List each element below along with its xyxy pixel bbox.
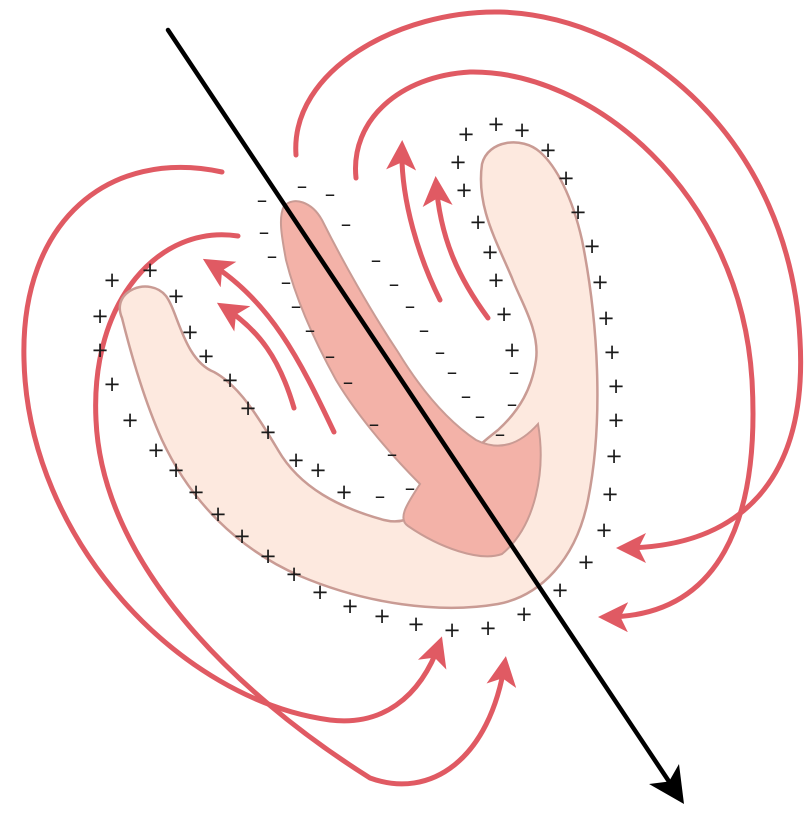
negative-charge-sign-23: – (369, 412, 380, 436)
negative-charge-sign-18: – (509, 360, 520, 384)
field-line-inner-right-1 (402, 146, 440, 300)
negative-charge-sign-3: – (257, 188, 268, 212)
negative-charge-sign-2: – (325, 182, 336, 206)
negative-charge-sign-9: – (389, 272, 400, 296)
positive-charge-sign-42: + (91, 304, 109, 328)
positive-charge-sign-12: + (487, 268, 505, 292)
negative-charge-sign-21: – (475, 404, 486, 428)
negative-charge-sign-25: – (405, 476, 416, 500)
positive-charge-sign-5: + (539, 138, 557, 162)
positive-charge-sign-36: + (187, 480, 205, 504)
negative-charge-sign-26: – (375, 484, 386, 508)
positive-charge-sign-50: + (259, 420, 277, 444)
positive-charge-sign-23: + (577, 550, 595, 574)
positive-charge-sign-53: + (335, 480, 353, 504)
positive-charge-sign-37: + (167, 458, 185, 482)
negative-charge-sign-19: – (461, 384, 472, 408)
positive-charge-sign-3: + (513, 118, 531, 142)
negative-charge-sign-15: – (435, 340, 446, 364)
positive-charge-sign-24: + (551, 578, 569, 602)
positive-charge-sign-20: + (605, 444, 623, 468)
negative-charge-sign-16: – (343, 370, 354, 394)
negative-charge-sign-12: – (305, 318, 316, 342)
negative-charge-sign-13: – (419, 318, 430, 342)
positive-charge-sign-40: + (103, 372, 121, 396)
positive-charge-sign-26: + (479, 616, 497, 640)
positive-charge-sign-33: + (259, 544, 277, 568)
positive-charge-sign-31: + (311, 580, 329, 604)
positive-charge-sign-35: + (209, 502, 227, 526)
positive-charge-sign-28: + (407, 612, 425, 636)
positive-charge-sign-46: + (181, 320, 199, 344)
negative-charge-sign-24: – (387, 442, 398, 466)
positive-charge-sign-45: + (167, 284, 185, 308)
positive-charge-sign-25: + (515, 602, 533, 626)
negative-charge-sign-7: – (371, 248, 382, 272)
negative-charge-sign-10: – (291, 294, 302, 318)
heart-ventricle (120, 142, 598, 607)
positive-charge-sign-10: + (481, 240, 499, 264)
negative-charge-sign-6: – (267, 244, 278, 268)
positive-charge-sign-19: + (607, 408, 625, 432)
negative-charge-sign-14: – (325, 344, 336, 368)
negative-charge-sign-5: – (259, 220, 270, 244)
positive-charge-sign-6: + (455, 178, 473, 202)
positive-charge-sign-13: + (591, 270, 609, 294)
positive-charge-sign-48: + (221, 368, 239, 392)
positive-charge-sign-21: + (601, 482, 619, 506)
positive-charge-sign-18: + (607, 374, 625, 398)
negative-charge-sign-4: – (341, 212, 352, 236)
field-line-inner-right-2 (436, 182, 488, 318)
positive-charge-sign-8: + (469, 210, 487, 234)
positive-charge-sign-30: + (341, 594, 359, 618)
positive-charge-sign-43: + (103, 268, 121, 292)
positive-charge-sign-52: + (309, 458, 327, 482)
positive-charge-sign-16: + (503, 338, 521, 362)
positive-charge-sign-15: + (597, 306, 615, 330)
negative-charge-sign-8: – (281, 270, 292, 294)
positive-charge-sign-32: + (285, 562, 303, 586)
positive-charge-sign-1: + (457, 122, 475, 146)
positive-charge-sign-17: + (603, 340, 621, 364)
positive-charge-sign-27: + (443, 618, 461, 642)
positive-charge-sign-4: + (449, 150, 467, 174)
positive-charge-sign-9: + (569, 200, 587, 224)
negative-charge-sign-22: – (495, 422, 506, 446)
positive-charge-sign-38: + (147, 438, 165, 462)
positive-charge-sign-34: + (233, 524, 251, 548)
negative-charge-sign-1: – (297, 174, 308, 198)
positive-charge-sign-11: + (583, 234, 601, 258)
positive-charge-sign-44: + (141, 258, 159, 282)
positive-charge-sign-22: + (595, 518, 613, 542)
positive-charge-sign-47: + (197, 344, 215, 368)
positive-charge-sign-49: + (239, 396, 257, 420)
positive-charge-sign-7: + (557, 166, 575, 190)
positive-charge-sign-39: + (121, 408, 139, 432)
negative-charge-sign-17: – (447, 360, 458, 384)
positive-charge-sign-51: + (287, 448, 305, 472)
positive-charge-sign-29: + (373, 604, 391, 628)
positive-charge-sign-41: + (91, 338, 109, 362)
positive-charge-sign-14: + (495, 302, 513, 326)
negative-charge-sign-11: – (405, 294, 416, 318)
negative-charge-sign-20: – (507, 392, 518, 416)
positive-charge-sign-2: + (487, 112, 505, 136)
